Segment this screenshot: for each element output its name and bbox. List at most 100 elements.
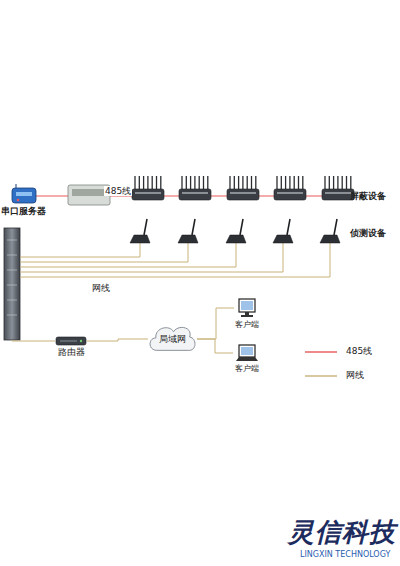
device-group-label: 屏蔽设备	[350, 191, 386, 201]
antenna	[190, 176, 191, 190]
network-connector	[197, 308, 234, 339]
antenna	[247, 176, 248, 190]
detector-body	[226, 235, 246, 243]
antenna	[287, 219, 290, 235]
legend-text: 485线	[346, 346, 372, 356]
antenna	[329, 176, 330, 190]
serial-server: 串口服务器	[1, 184, 46, 216]
client-laptop: 客户端	[233, 344, 261, 373]
icon-holder	[233, 344, 261, 364]
shield-body	[179, 189, 211, 200]
serial-server-icon	[10, 184, 38, 206]
antenna	[192, 219, 195, 235]
antenna	[229, 176, 230, 190]
antenna	[289, 176, 290, 190]
detector-device	[226, 219, 246, 243]
shield-body	[274, 189, 306, 200]
detector-body	[130, 235, 150, 243]
antenna	[281, 176, 282, 190]
network-connector	[87, 339, 148, 341]
logo-text: 灵信科技	[288, 518, 396, 548]
antenna	[147, 176, 148, 190]
shield-device	[274, 176, 306, 200]
icon-holder	[55, 335, 87, 347]
antenna	[143, 176, 144, 190]
shield-device	[179, 176, 211, 200]
router-icon	[55, 335, 87, 347]
antenna	[203, 176, 204, 190]
detector-body	[178, 235, 198, 243]
antenna	[194, 176, 195, 190]
node-label: 客户端	[233, 364, 261, 373]
antenna	[139, 176, 140, 190]
antenna	[324, 176, 325, 190]
antenna	[240, 219, 243, 235]
shield-panel	[135, 192, 161, 194]
legend-line-sample	[305, 351, 337, 352]
shield-panel	[325, 192, 351, 194]
detector-device	[178, 219, 198, 243]
logo-subtext: LINGXIN TECHNOLOGY	[300, 550, 390, 559]
router: 路由器	[55, 335, 87, 357]
antenna	[337, 176, 338, 190]
legend-line-sample	[305, 375, 337, 376]
legend-text: 网线	[346, 370, 364, 380]
lan-cloud: 局域网	[148, 324, 197, 355]
wire-label: 网线	[92, 283, 110, 293]
antenna	[285, 176, 286, 190]
antenna	[134, 176, 135, 190]
laptop-icon	[233, 344, 261, 364]
wire-label: 485线	[104, 186, 132, 196]
detector-body	[320, 235, 340, 243]
antenna	[333, 176, 334, 190]
antenna	[156, 176, 157, 190]
antenna	[350, 176, 351, 190]
antenna	[144, 219, 147, 235]
antenna	[346, 176, 347, 190]
client-desktop: 客户端	[234, 298, 260, 329]
antenna	[251, 176, 252, 190]
cloud-shape	[150, 327, 195, 350]
shield-body	[227, 189, 259, 200]
shield-panel	[182, 192, 208, 194]
antenna	[199, 176, 200, 190]
detector-body	[273, 235, 293, 243]
antenna	[294, 176, 295, 190]
icon-holder	[1, 184, 46, 206]
network-wires	[12, 243, 330, 341]
desktop-icon	[234, 298, 260, 320]
shield-device	[322, 176, 354, 200]
node-label: 局域网	[159, 334, 186, 344]
antenna	[238, 176, 239, 190]
shield-device	[132, 176, 164, 200]
rs485-wire	[31, 195, 68, 196]
network-connector	[197, 339, 233, 353]
shield-body	[132, 189, 164, 200]
detector-device	[273, 219, 293, 243]
antenna	[152, 176, 153, 190]
node-label: 客户端	[234, 320, 260, 329]
shield-body	[322, 189, 354, 200]
device-group-label: 侦测设备	[350, 228, 386, 238]
antenna	[255, 176, 256, 190]
converter-terminals	[72, 189, 106, 196]
shield-panel	[277, 192, 303, 194]
detector-device	[320, 219, 340, 243]
antenna	[242, 176, 243, 190]
antenna	[298, 176, 299, 190]
antenna	[186, 176, 187, 190]
antenna	[342, 176, 343, 190]
antenna	[160, 176, 161, 190]
node-label: 路由器	[55, 347, 87, 357]
shield-device	[227, 176, 259, 200]
shield-panel	[230, 192, 256, 194]
detector-device	[130, 219, 150, 243]
switch-rack	[4, 228, 20, 340]
antenna	[207, 176, 208, 190]
icon-holder	[234, 298, 260, 320]
antenna	[302, 176, 303, 190]
switch-ports	[7, 240, 17, 315]
antenna	[334, 219, 337, 235]
